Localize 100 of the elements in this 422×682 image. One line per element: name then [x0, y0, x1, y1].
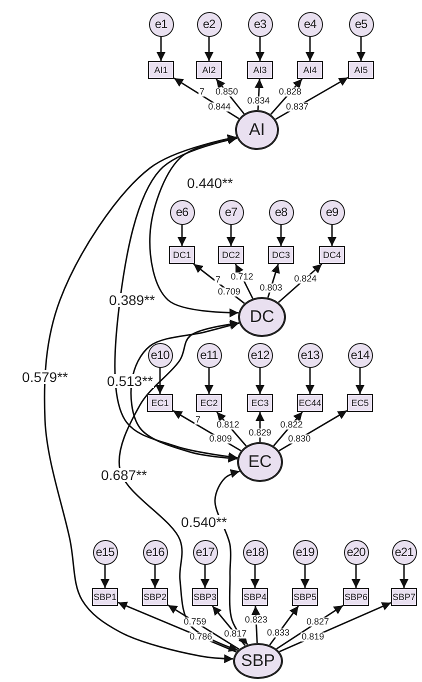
error-term-circle: e14 [348, 342, 372, 368]
edge-label: 0.837 [285, 102, 310, 112]
arrow [300, 564, 310, 588]
error-term-circle: e10 [148, 342, 172, 368]
error-term-circle: e8 [268, 200, 294, 224]
error-term-circle: e19 [292, 540, 318, 564]
observed-variable-box: SBP4 [242, 588, 268, 606]
edge-label: 0.540** [180, 515, 228, 529]
error-term-circle: e12 [248, 342, 272, 368]
error-term-circle: e21 [392, 540, 416, 564]
error-term-circle: e18 [242, 540, 268, 564]
edge-label: 0.828 [278, 88, 302, 97]
path-label: 7 [198, 88, 206, 96]
observed-variable-box: SBP1 [92, 588, 118, 606]
error-term-circle: e9 [320, 200, 344, 224]
observed-variable-box: AI5 [348, 61, 374, 79]
arrow [328, 224, 336, 246]
observed-variable-box: AI3 [247, 61, 273, 79]
covariance-arrow [214, 469, 248, 646]
arrow [356, 36, 366, 61]
arrow [306, 36, 314, 61]
error-term-circle: e13 [298, 342, 322, 368]
arrow [250, 564, 260, 588]
observed-variable-box: SBP3 [192, 588, 218, 606]
arrow [256, 36, 264, 61]
observed-variable-box: DC2 [218, 246, 244, 264]
path-label: 7 [194, 416, 202, 424]
edge-label: 0.440** [186, 176, 234, 190]
observed-variable-box: AI2 [196, 61, 222, 79]
error-term-circle: e2 [196, 12, 222, 36]
arrow [306, 368, 314, 394]
arrow [356, 368, 364, 394]
error-term-circle: e17 [192, 540, 218, 564]
edge-label: 0.822 [279, 420, 304, 430]
edge-label: 0.687** [100, 468, 148, 482]
edge-label: 0.830 [287, 434, 312, 444]
edge-label: 0.824 [293, 274, 318, 284]
observed-variable-box: EC3 [247, 394, 273, 412]
observed-variable-box: SBP6 [343, 588, 369, 606]
path-label: 7 [214, 276, 222, 284]
edge-label: 0.786 [188, 632, 214, 642]
observed-variable-box: SBP5 [292, 588, 318, 606]
observed-variable-box: EC5 [347, 394, 373, 412]
covariance-arrow [130, 320, 240, 463]
covariance-arrow [118, 320, 240, 652]
error-term-circle: e16 [142, 540, 168, 564]
edge-label: 0.819 [300, 632, 326, 642]
edge-label: 0.850 [214, 88, 240, 97]
edge-label: 0.817 [223, 629, 248, 638]
edge-label: 0.834 [246, 96, 271, 106]
latent-variable-ellipse: SBP [233, 643, 283, 679]
arrow [156, 36, 166, 61]
observed-variable-box: DC3 [268, 246, 294, 264]
error-term-circle: e3 [248, 12, 272, 36]
edge-label: 0.389** [108, 293, 156, 307]
observed-variable-box: SBP2 [142, 588, 168, 606]
observed-variable-box: DC1 [169, 246, 195, 264]
arrow [400, 564, 408, 588]
arrow [204, 36, 214, 61]
arrow [204, 368, 214, 394]
edge-label: 0.823 [244, 616, 268, 625]
arrow [156, 368, 164, 394]
observed-variable-box: SBP7 [391, 588, 417, 606]
observed-variable-box: AI1 [148, 61, 174, 79]
edge-label: 0.829 [248, 428, 272, 438]
arrow [100, 564, 110, 588]
error-term-circle: e11 [196, 342, 222, 368]
arrow [178, 224, 186, 246]
edge-label: 0.579** [21, 370, 69, 384]
observed-variable-box: AI4 [297, 61, 323, 79]
arrow [150, 564, 160, 588]
edge-label: 0.833 [266, 628, 291, 638]
latent-variable-ellipse: EC [237, 442, 283, 482]
observed-variable-box: EC2 [196, 394, 222, 412]
error-term-circle: e4 [298, 12, 322, 36]
error-term-circle: e20 [344, 540, 368, 564]
observed-variable-box: EC44 [297, 394, 323, 412]
edge-label: 0.803 [258, 283, 284, 292]
arrow [256, 368, 264, 394]
edge-label: 0.809 [208, 434, 233, 444]
arrow [276, 224, 286, 246]
edge-label: 0.712 [230, 272, 254, 282]
edge-label: 0.827 [305, 617, 330, 626]
latent-variable-ellipse: DC [238, 297, 286, 337]
edge-label: 0.513** [106, 374, 154, 388]
error-term-circle: e6 [170, 200, 194, 224]
error-term-circle: e1 [148, 12, 174, 36]
error-term-circle: e15 [92, 540, 118, 564]
arrow [352, 564, 360, 588]
edge-label: 0.844 [207, 102, 232, 111]
edge-label: 0.759 [182, 617, 208, 626]
arrow [226, 224, 236, 246]
arrow [200, 564, 210, 588]
observed-variable-box: DC4 [319, 246, 345, 264]
error-term-circle: e5 [348, 12, 374, 36]
edge-label: 0.709 [216, 287, 242, 296]
latent-variable-ellipse: AI [235, 110, 279, 150]
edge-label: 0.812 [216, 420, 240, 430]
covariance-arrow [44, 134, 237, 664]
observed-variable-box: EC1 [147, 394, 173, 412]
